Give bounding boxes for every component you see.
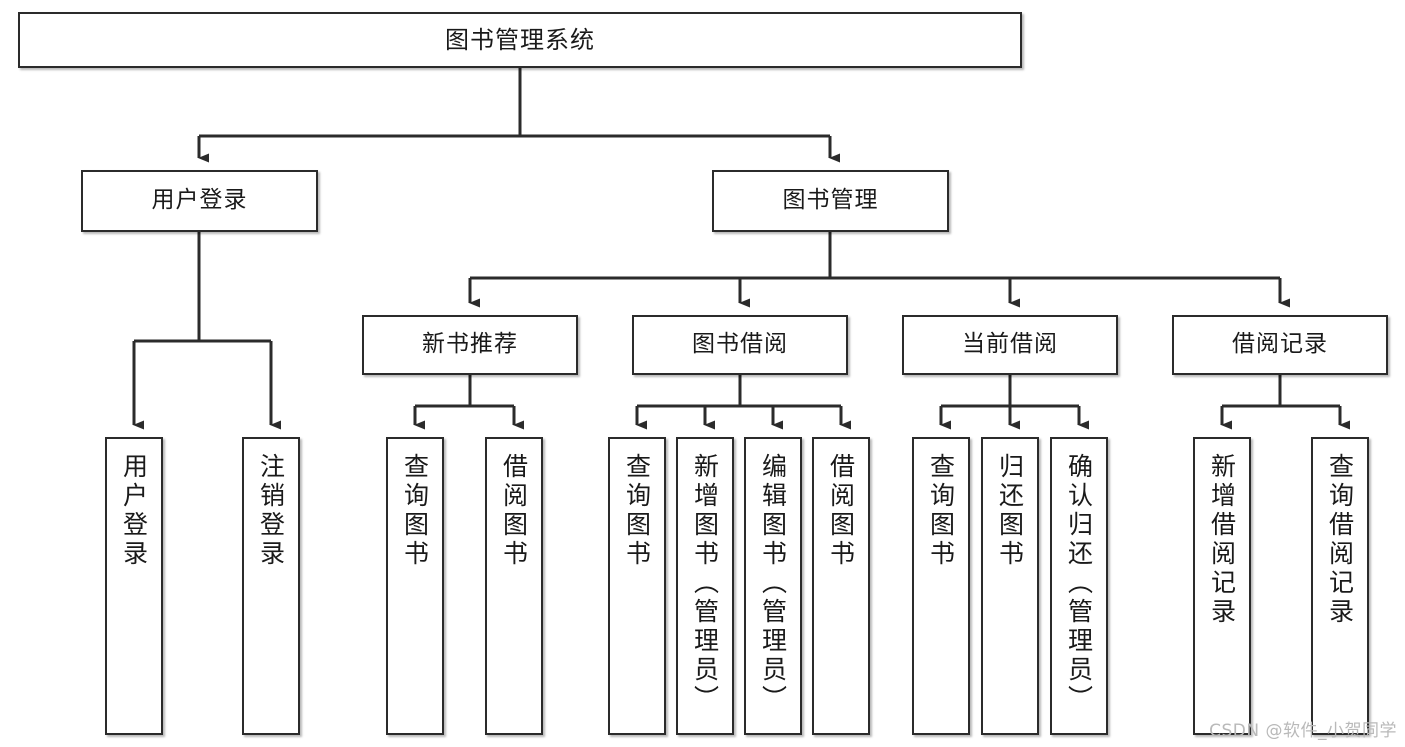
leaf-current-borrow-confirm-return-admin[interactable]: 确认归还（管理员） [1050,437,1108,735]
node-current-borrowing[interactable]: 当前借阅 [902,315,1118,375]
leaf-user-login-login[interactable]: 用户登录 [105,437,163,735]
leaf-current-borrow-query-book[interactable]: 查询图书 [912,437,970,735]
node-label: 编辑图书（管理员） [758,453,788,714]
node-label: 借阅图书 [499,453,529,569]
node-label: 借阅图书 [826,453,856,569]
node-label: 确认归还（管理员） [1064,453,1094,714]
node-root-book-management-system[interactable]: 图书管理系统 [18,12,1022,68]
leaf-book-borrow-add-book-admin[interactable]: 新增图书（管理员） [676,437,734,735]
node-borrowing-records[interactable]: 借阅记录 [1172,315,1388,375]
node-label: 用户登录 [119,453,149,569]
leaf-book-borrow-edit-book-admin[interactable]: 编辑图书（管理员） [744,437,802,735]
connector-lines [132,68,1350,430]
watermark-text: CSDN @软件_小贺同学 [1209,721,1397,741]
leaf-book-borrow-borrow-book[interactable]: 借阅图书 [812,437,870,735]
leaf-records-query-borrow-record[interactable]: 查询借阅记录 [1311,437,1369,735]
leaf-current-borrow-return-book[interactable]: 归还图书 [981,437,1039,735]
node-label: 归还图书 [995,453,1025,569]
node-label: 注销登录 [256,453,286,569]
leaf-book-borrow-query-book[interactable]: 查询图书 [608,437,666,735]
node-book-borrowing[interactable]: 图书借阅 [632,315,848,375]
node-new-book-recommendation[interactable]: 新书推荐 [362,315,578,375]
node-label: 借阅记录 [1232,331,1328,358]
node-label: 查询借阅记录 [1325,453,1355,627]
node-label: 查询图书 [622,453,652,569]
leaf-new-book-query-book[interactable]: 查询图书 [386,437,444,735]
node-label: 新增图书（管理员） [690,453,720,714]
leaf-new-book-borrow-book[interactable]: 借阅图书 [485,437,543,735]
node-label: 新书推荐 [422,331,518,358]
node-label: 当前借阅 [962,331,1058,358]
node-label: 图书借阅 [692,331,788,358]
node-label: 新增借阅记录 [1207,453,1237,627]
leaf-records-add-borrow-record[interactable]: 新增借阅记录 [1193,437,1251,735]
leaf-user-login-logout[interactable]: 注销登录 [242,437,300,735]
node-book-management[interactable]: 图书管理 [712,170,949,232]
node-label: 图书管理 [782,187,879,214]
node-label: 图书管理系统 [445,25,595,54]
node-user-login[interactable]: 用户登录 [81,170,318,232]
node-label: 用户登录 [151,187,248,214]
node-label: 查询图书 [400,453,430,569]
node-label: 查询图书 [926,453,956,569]
